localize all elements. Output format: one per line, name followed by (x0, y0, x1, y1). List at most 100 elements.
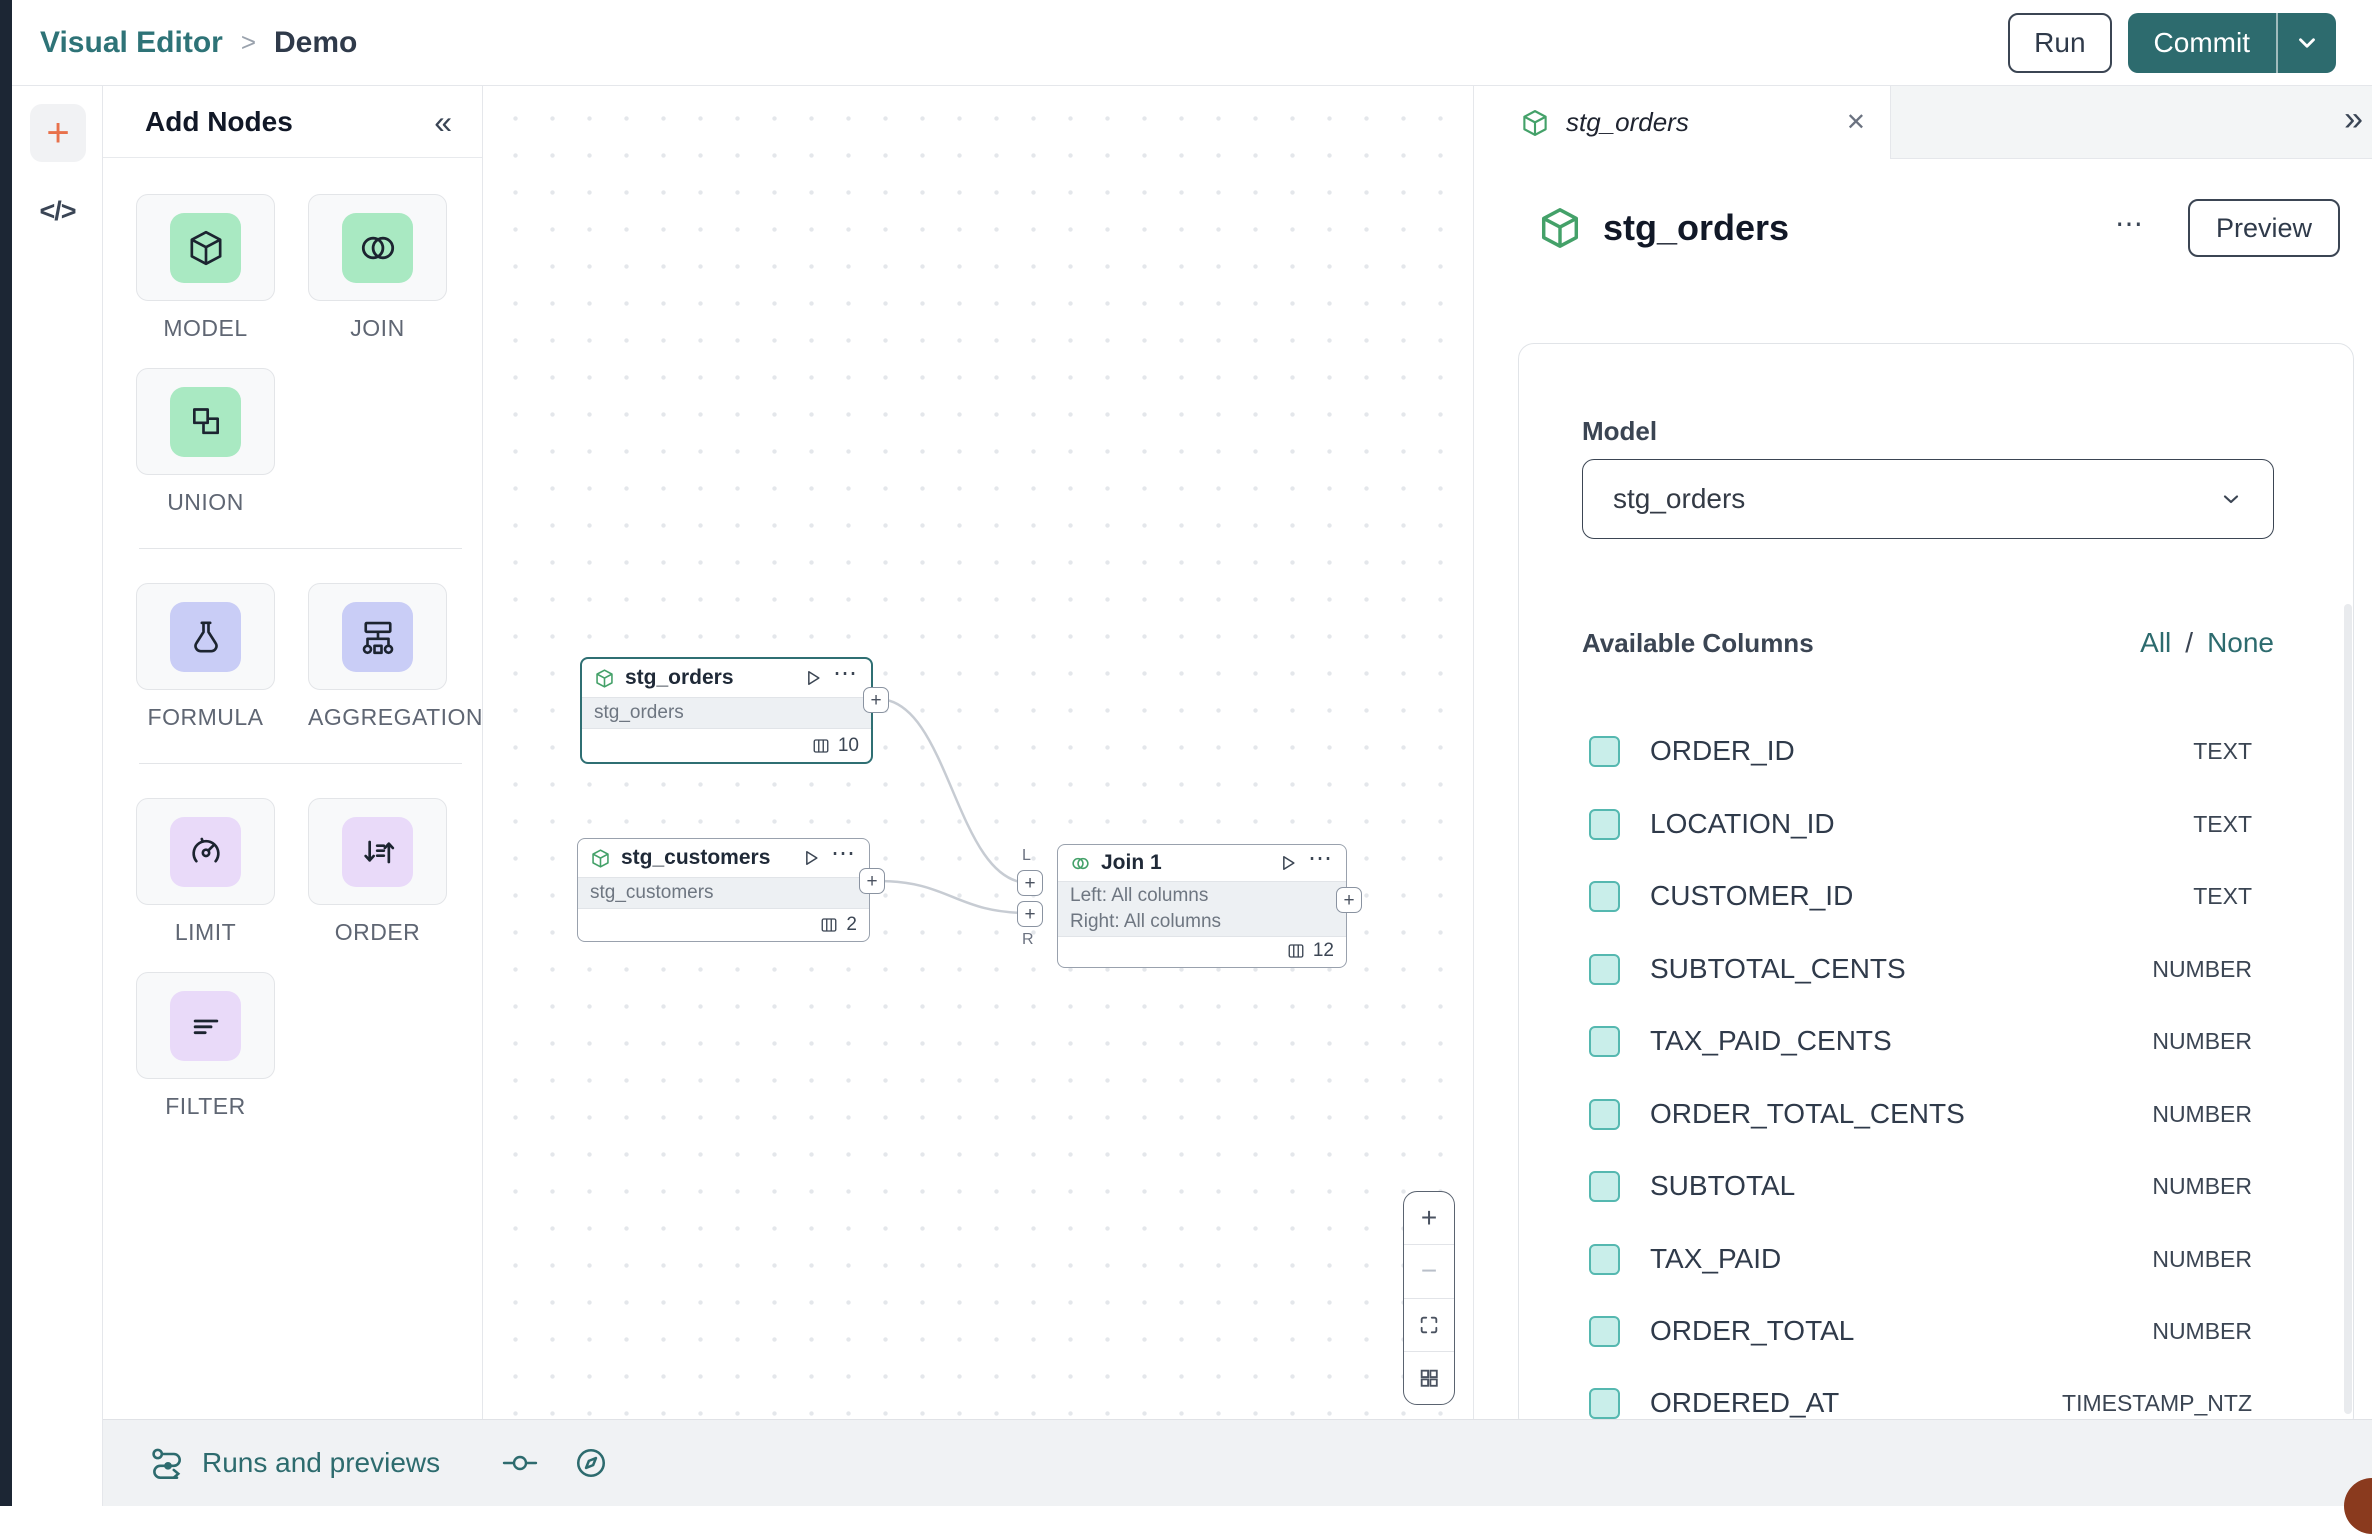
column-checkbox[interactable] (1589, 880, 1620, 912)
compass-icon[interactable] (574, 1446, 608, 1480)
edge-layer (877, 697, 1030, 915)
model-select[interactable]: stg_orders (1582, 459, 2274, 539)
palette-item-formula[interactable]: FORMULA (136, 583, 275, 731)
column-checkbox[interactable] (1589, 953, 1620, 985)
flask-icon (170, 601, 241, 672)
palette-item-model[interactable]: MODEL (136, 194, 275, 342)
panel-scrollbar[interactable] (2344, 604, 2352, 1414)
node-menu-icon[interactable]: ⋯ (833, 660, 859, 687)
node-menu-icon[interactable]: ⋯ (831, 840, 857, 867)
column-checkbox[interactable] (1589, 1387, 1620, 1419)
flow-canvas[interactable]: stg_orders ⋯ stg_orders 10 + stg_custome… (483, 86, 1473, 1419)
panel-header: stg_orders ⋯ Preview (1537, 198, 2340, 258)
canvas-node-join-1[interactable]: Join 1 ⋯ Left: All columns Right: All co… (1017, 844, 1362, 968)
fit-view-icon (1418, 1314, 1440, 1336)
sort-arrows-icon (342, 816, 413, 887)
plus-icon: + (46, 110, 70, 155)
link-separator: / (2185, 627, 2194, 658)
palette-item-order[interactable]: ORDER (308, 798, 447, 946)
expand-panel-icon[interactable]: » (2344, 100, 2363, 138)
preview-button[interactable]: Preview (2187, 199, 2340, 257)
node-detail-panel: stg_orders ✕ » stg_orders ⋯ Preview Mode… (1473, 86, 2372, 1433)
chevron-down-icon (2219, 487, 2243, 511)
column-checkbox[interactable] (1589, 1170, 1620, 1202)
breadcrumb-visual-editor[interactable]: Visual Editor (40, 25, 223, 59)
column-checkbox[interactable] (1589, 1098, 1620, 1130)
fit-view-button[interactable] (1404, 1299, 1454, 1352)
run-button[interactable]: Run (2008, 12, 2112, 73)
code-view-button[interactable]: </> (12, 196, 103, 227)
play-icon[interactable] (1278, 853, 1298, 873)
canvas-node-stg-customers[interactable]: stg_customers ⋯ stg_customers 2 + (577, 838, 885, 942)
breadcrumb-current-page: Demo (274, 25, 358, 59)
column-checkbox[interactable] (1589, 1025, 1620, 1057)
model-cube-icon (1520, 108, 1550, 138)
output-handle[interactable]: + (863, 687, 889, 713)
join-right-config: Right: All columns (1070, 911, 1222, 932)
zoom-out-button[interactable]: − (1404, 1245, 1454, 1299)
panel-tab-strip: stg_orders ✕ » (1474, 86, 2372, 159)
columns-icon (820, 916, 838, 934)
gauge-icon (170, 816, 241, 887)
column-row: SUBTOTAL NUMBER (1582, 1161, 2274, 1211)
palette-item-limit[interactable]: LIMIT (136, 798, 275, 946)
commit-button-group: Commit (2127, 12, 2336, 73)
edge-stg-orders-to-join (877, 697, 1030, 885)
add-node-tool-button[interactable]: + (30, 104, 86, 162)
union-squares-icon (170, 386, 241, 457)
column-row: ORDER_TOTAL_CENTS NUMBER (1582, 1089, 2274, 1139)
palette-item-aggregation[interactable]: AGGREGATION (308, 583, 483, 731)
available-columns-title: Available Columns (1582, 627, 1814, 658)
canvas-node-stg-orders[interactable]: stg_orders ⋯ stg_orders 10 + (580, 657, 889, 764)
commit-button[interactable]: Commit (2127, 12, 2278, 73)
left-port-label: L (1022, 847, 1031, 864)
editor-tool-rail: + </> (12, 86, 103, 1506)
palette-item-union[interactable]: UNION (136, 368, 275, 516)
column-checkbox[interactable] (1589, 1243, 1620, 1275)
aggregation-tree-icon (342, 601, 413, 672)
column-checkbox[interactable] (1589, 1315, 1620, 1347)
model-cube-icon (1537, 205, 1583, 251)
column-checkbox[interactable] (1589, 735, 1620, 767)
column-row: ORDER_ID TEXT (1582, 726, 2274, 776)
collapse-panel-icon[interactable]: « (434, 103, 452, 140)
available-columns-header: Available Columns All / None (1582, 627, 2274, 659)
join-right-input-handle[interactable]: + (1017, 901, 1043, 927)
column-row: ORDER_TOTAL NUMBER (1582, 1306, 2274, 1356)
palette-item-filter[interactable]: FILTER (136, 972, 275, 1120)
column-row: LOCATION_ID TEXT (1582, 799, 2274, 849)
close-tab-icon[interactable]: ✕ (1845, 109, 1866, 136)
node-menu-icon[interactable]: ⋯ (1308, 845, 1334, 872)
plus-icon: + (1420, 1202, 1438, 1234)
palette-item-join[interactable]: JOIN (308, 194, 447, 342)
column-row: SUBTOTAL_CENTS NUMBER (1582, 944, 2274, 994)
panel-menu-icon[interactable]: ⋯ (2114, 207, 2146, 239)
join-left-config: Left: All columns (1070, 885, 1209, 906)
grid-icon (1418, 1367, 1440, 1389)
breadcrumb: Visual Editor > Demo (12, 26, 357, 60)
add-nodes-title: Add Nodes (145, 105, 293, 137)
right-port-label: R (1022, 931, 1034, 948)
play-icon[interactable] (803, 668, 823, 688)
edge-stg-customers-to-join (877, 879, 1030, 915)
output-handle[interactable]: + (859, 868, 885, 894)
column-count: 2 (846, 913, 857, 935)
tab-stg-orders[interactable]: stg_orders ✕ (1474, 86, 1891, 159)
runs-and-previews-button[interactable]: Runs and previews (150, 1446, 440, 1480)
auto-layout-button[interactable] (1404, 1352, 1454, 1404)
commit-dropdown-button[interactable] (2278, 12, 2336, 73)
output-handle[interactable]: + (1336, 887, 1362, 913)
join-left-input-handle[interactable]: + (1017, 870, 1043, 896)
git-commit-icon[interactable] (500, 1451, 540, 1475)
column-count: 12 (1312, 940, 1334, 961)
column-checkbox[interactable] (1589, 808, 1620, 840)
canvas-zoom-controls: + − (1403, 1191, 1455, 1405)
play-icon[interactable] (801, 848, 821, 868)
top-bar: Visual Editor > Demo Run Commit (12, 0, 2372, 86)
model-cube-icon (594, 668, 615, 689)
select-none-link[interactable]: None (2207, 627, 2274, 658)
zoom-in-button[interactable]: + (1404, 1192, 1454, 1246)
select-all-link[interactable]: All (2140, 627, 2172, 658)
panel-title: stg_orders (1603, 207, 1790, 248)
code-icon: </> (39, 196, 76, 226)
